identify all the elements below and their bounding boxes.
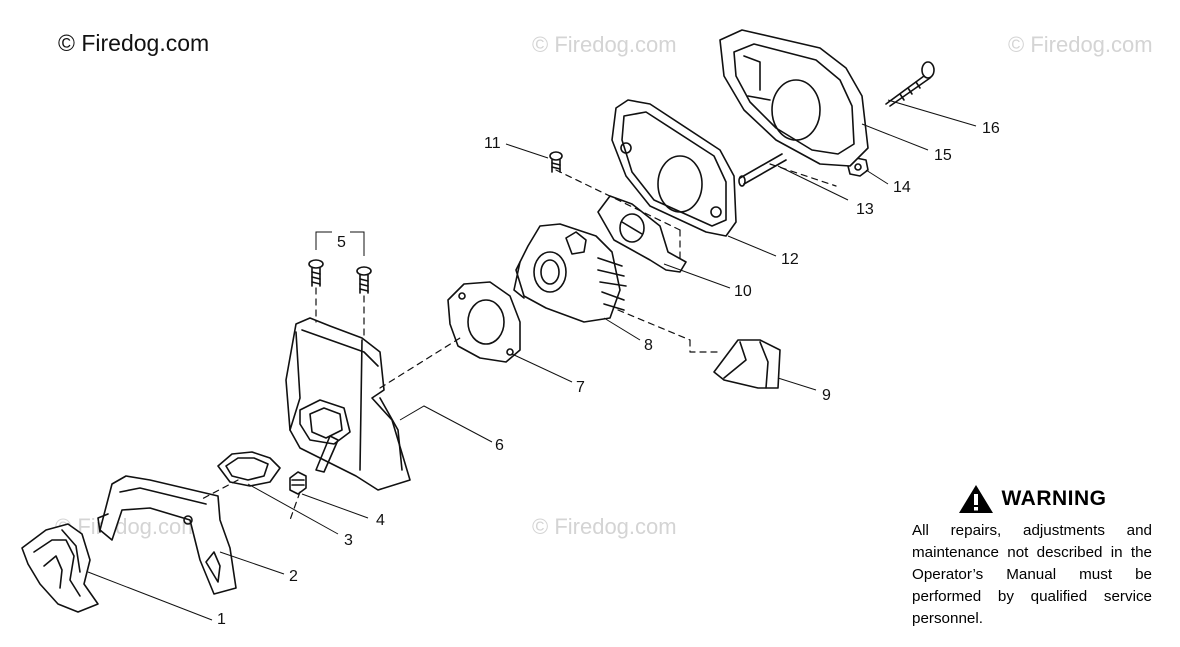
part-5-screws xyxy=(308,259,372,294)
part-4-nut xyxy=(289,471,307,495)
part-3-gasket xyxy=(217,451,281,487)
part-label-14: 14 xyxy=(893,179,911,196)
part-label-12: 12 xyxy=(781,251,799,268)
part-12-plate xyxy=(611,99,737,237)
part-label-8: 8 xyxy=(644,337,653,354)
part-label-2: 2 xyxy=(289,568,298,585)
part-11-screw xyxy=(549,151,563,173)
warning-header: WARNING xyxy=(912,484,1152,514)
watermark: © Firedog.com xyxy=(532,32,677,57)
part-label-1: 1 xyxy=(217,611,226,628)
part-label-7: 7 xyxy=(576,379,585,396)
part-15-cover xyxy=(719,29,869,167)
part-label-11: 11 xyxy=(484,135,501,152)
part-6-housing xyxy=(285,317,411,491)
part-label-4: 4 xyxy=(376,512,385,529)
part-label-15: 15 xyxy=(934,147,952,164)
part-7-spacer xyxy=(447,281,521,363)
part-label-13: 13 xyxy=(856,201,874,218)
part-label-3: 3 xyxy=(344,532,353,549)
part-16-screw xyxy=(885,61,935,107)
part-10-plate xyxy=(597,195,687,273)
copyright-notice: © Firedog.com xyxy=(58,30,210,56)
watermark: © Firedog.com xyxy=(1008,32,1153,57)
watermark: © Firedog.com xyxy=(532,514,677,539)
warning-text: All repairs, adjustments and maintenance… xyxy=(912,522,1152,627)
part-label-6: 6 xyxy=(495,437,504,454)
warning-title: WARNING xyxy=(1001,487,1107,510)
leader-lines xyxy=(87,99,977,621)
part-2-bracket xyxy=(97,475,237,595)
part-label-9: 9 xyxy=(822,387,831,404)
part-label-5: 5 xyxy=(337,234,346,251)
assembly-lines xyxy=(199,163,837,521)
part-13-bolt xyxy=(738,153,787,187)
warning-notice: WARNING All repairs, adjustments and mai… xyxy=(912,484,1152,630)
part-1-guard xyxy=(21,523,99,613)
part-9-clip xyxy=(713,339,781,389)
part-number-labels: 1 2 3 4 5 6 7 8 9 10 11 12 13 14 15 16 xyxy=(217,120,1000,628)
part-8-carburetor xyxy=(513,223,627,323)
part-label-16: 16 xyxy=(982,120,1000,137)
warning-triangle-icon xyxy=(958,485,993,513)
part-label-10: 10 xyxy=(734,283,752,300)
